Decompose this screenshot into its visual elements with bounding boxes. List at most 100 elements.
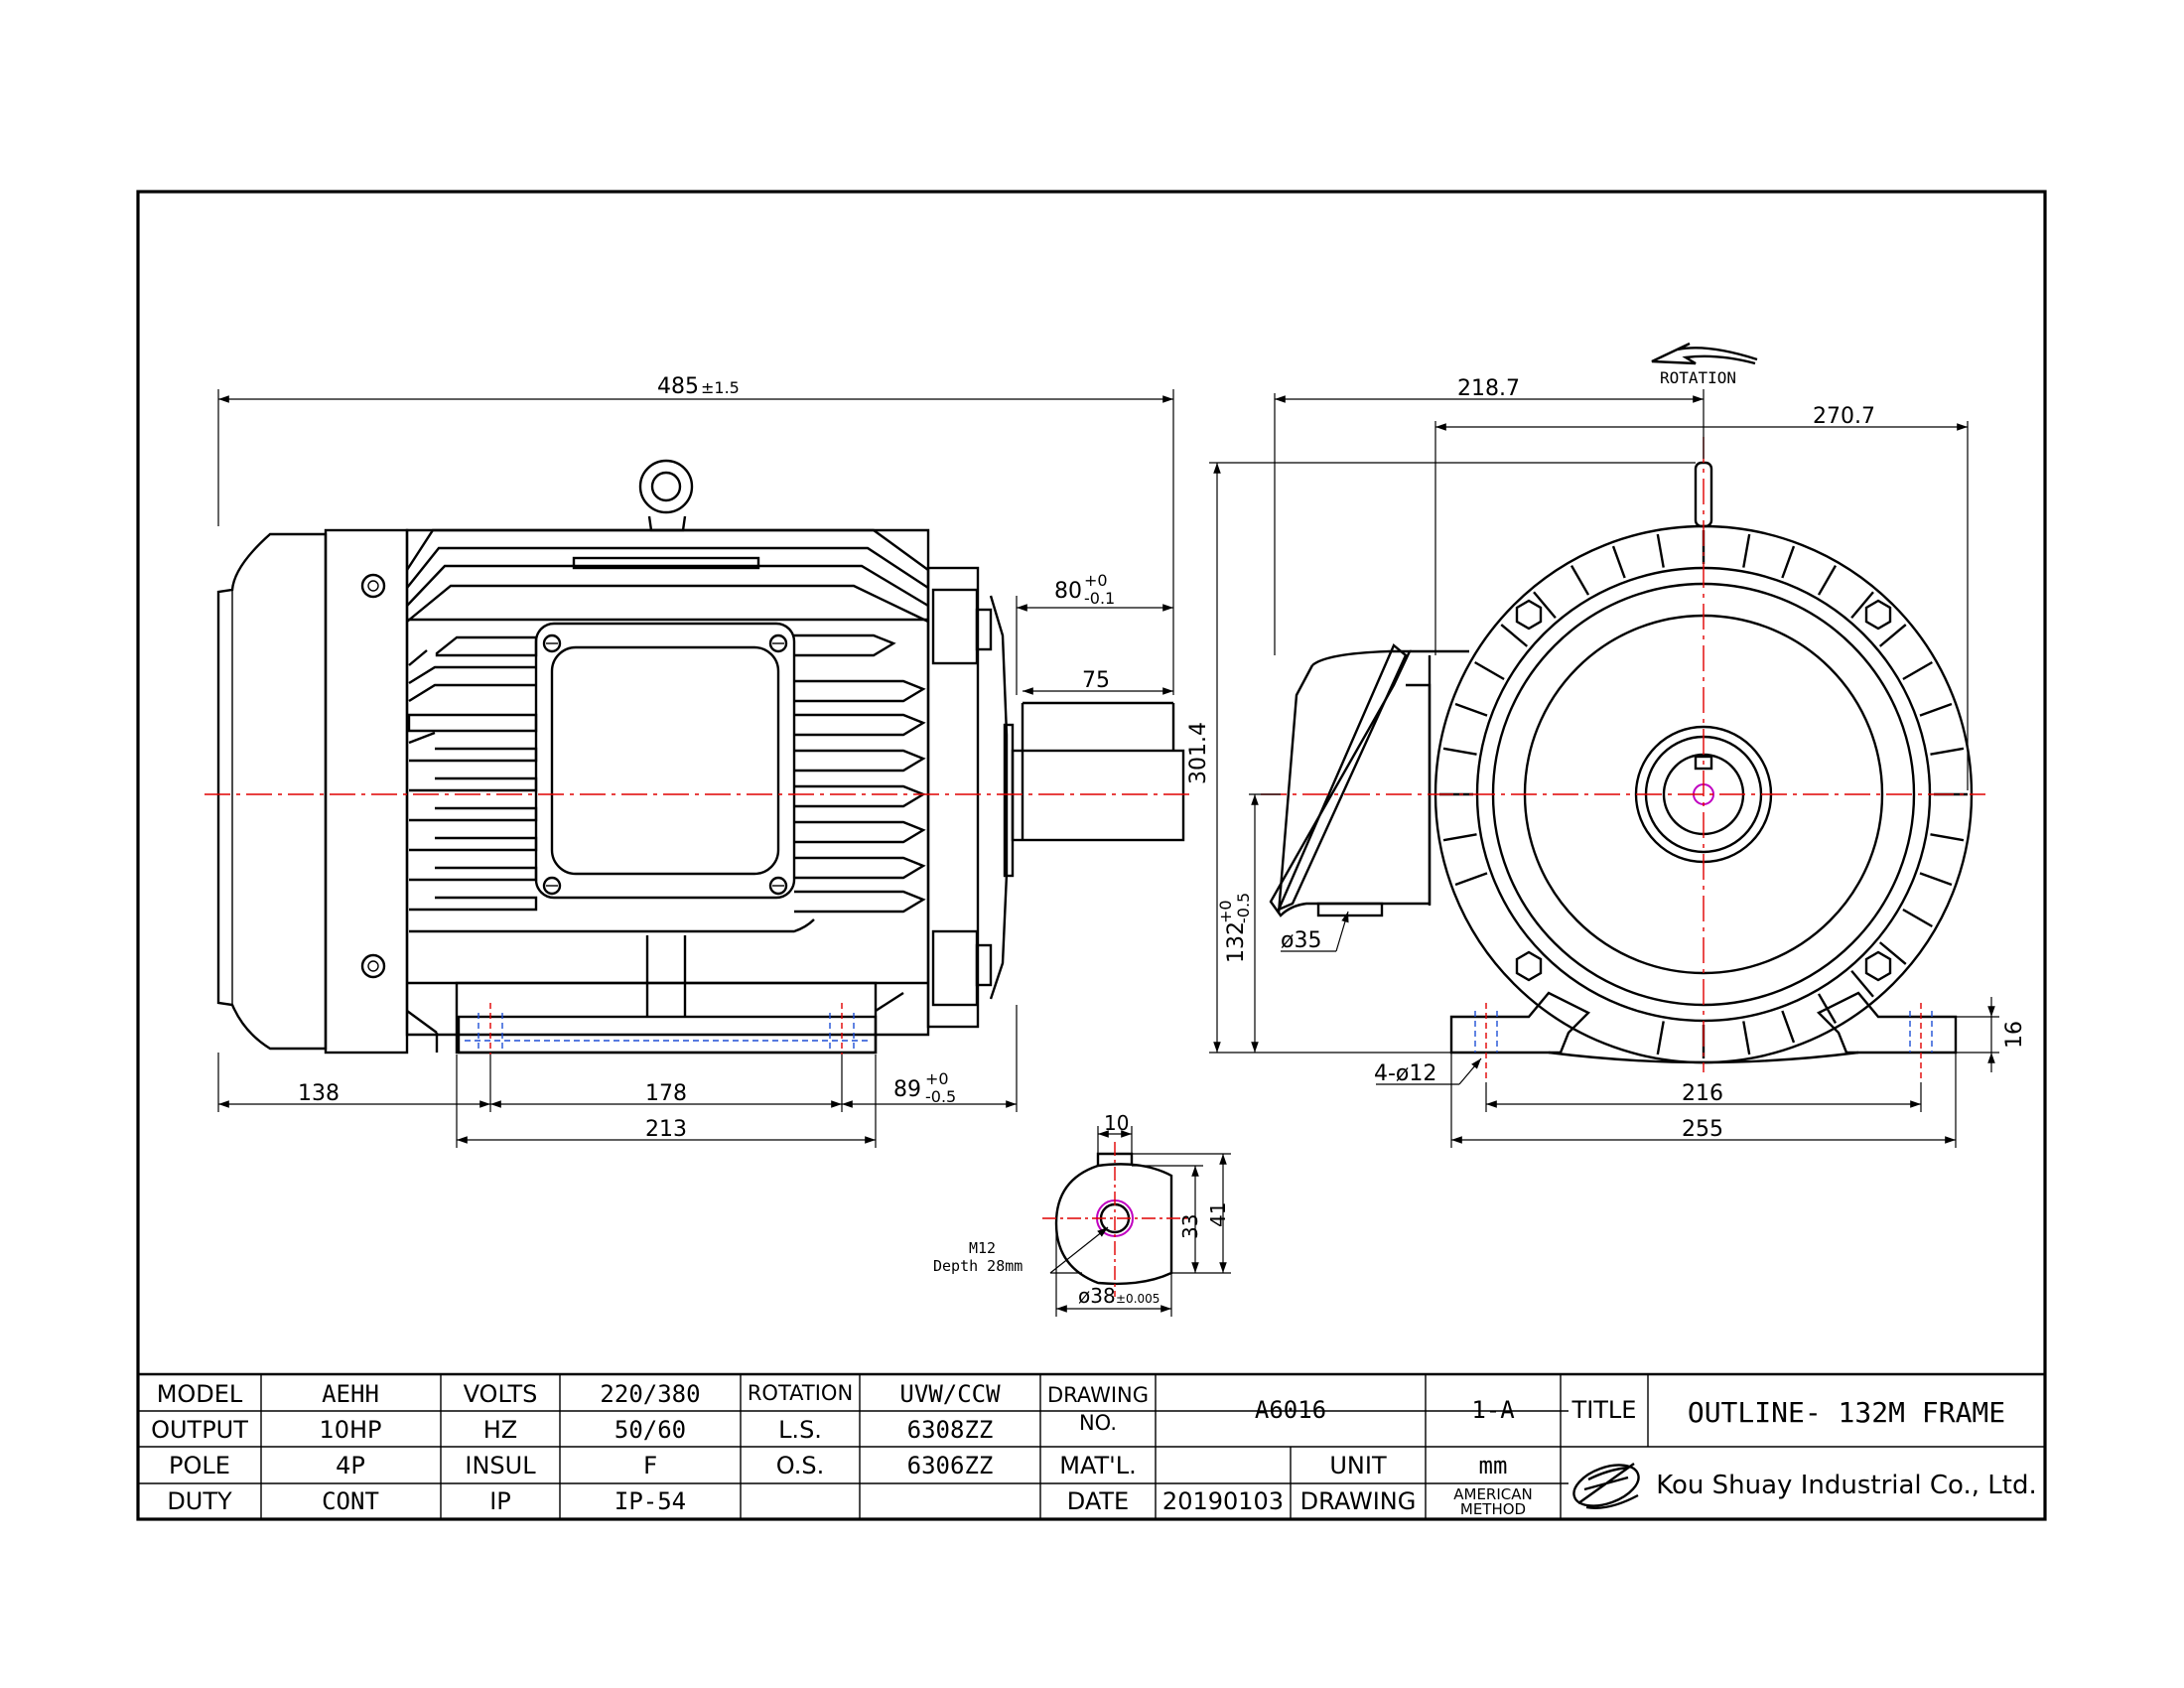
radial-fin (1850, 591, 1874, 620)
dim-shaft-80-tol-upper: +0 (1084, 571, 1108, 590)
output-shaft (1011, 749, 1185, 842)
insul-value: F (643, 1452, 657, 1479)
drawing-no-label-1: DRAWING (1047, 1383, 1149, 1407)
drawing-no-label-2: NO. (1079, 1411, 1117, 1435)
method-line-2: METHOD (1460, 1500, 1526, 1518)
method-line-1: AMERICAN (1453, 1485, 1532, 1503)
rotation-field-label: ROTATION (748, 1381, 853, 1405)
radial-fin (1930, 747, 1965, 756)
dim-132: 132 (1224, 921, 1249, 963)
rotation-value: UVW/CCW (899, 1380, 1001, 1408)
tap-note-m12: M12 (969, 1239, 996, 1257)
volts-value: 220/380 (600, 1380, 700, 1408)
dim-213: 213 (645, 1117, 687, 1142)
keyway-detail (1042, 1126, 1231, 1317)
radial-fin (1570, 565, 1590, 596)
dim-138: 138 (298, 1081, 340, 1106)
radial-fin (1850, 969, 1874, 998)
dim-phi35: ø35 (1281, 928, 1321, 953)
drawing-no-value: A6016 (1255, 1396, 1326, 1424)
company-name: Kou Shuay Industrial Co., Ltd. (1656, 1471, 2037, 1500)
dim-key-33: 33 (1178, 1214, 1202, 1239)
title-label: TITLE (1571, 1396, 1637, 1424)
unit-label: UNIT (1329, 1452, 1387, 1479)
os-label: O.S. (776, 1452, 824, 1479)
radial-fin (1817, 565, 1838, 596)
duty-label: DUTY (167, 1487, 232, 1515)
dim-overall-length-tol: ±1.5 (701, 378, 740, 397)
os-value: 6306ZZ (907, 1452, 994, 1479)
cooling-fins (407, 633, 926, 933)
radial-fin (1878, 624, 1907, 647)
front-end-bell (926, 566, 1015, 1029)
dim-key-10: 10 (1104, 1111, 1129, 1135)
dim-89-tol-upper: +0 (925, 1069, 949, 1088)
mounting-foot (406, 935, 928, 1055)
dim-132-tol-upper: +0 (1216, 900, 1235, 923)
radial-fin (1742, 1021, 1751, 1055)
rotation-arrow-icon (1651, 342, 1758, 365)
radial-fin (1919, 872, 1953, 887)
radial-fin (1930, 833, 1965, 842)
model-label: MODEL (157, 1380, 243, 1408)
dim-key-phi38: ø38 (1078, 1284, 1116, 1308)
dim-key-41: 41 (1206, 1202, 1230, 1227)
radial-fin (1902, 660, 1933, 681)
radial-fin (1656, 533, 1665, 568)
model-value: AEHH (322, 1380, 379, 1408)
radial-fin (1902, 908, 1933, 928)
dim-overall-length: 485 (657, 374, 699, 399)
date-label: DATE (1067, 1487, 1129, 1515)
title-block (138, 1372, 2045, 1519)
dim-89: 89 (893, 1077, 921, 1102)
conduit-box (1269, 643, 1469, 917)
tap-note-depth: Depth 28mm (933, 1257, 1023, 1275)
side-view: 485 ±1.5 80 +0 -0.1 75 138 178 89 +0 -0.… (205, 374, 1191, 1148)
motor-body (405, 528, 930, 1037)
unit-value: mm (1479, 1452, 1508, 1479)
radial-fin (1442, 747, 1477, 756)
rotation-label: ROTATION (1660, 368, 1736, 387)
front-view: ROTATION (1186, 342, 2027, 1148)
radial-fin (1533, 591, 1557, 620)
radial-fin (1656, 1021, 1665, 1055)
radial-fin (1919, 702, 1953, 717)
title-block-text: MODEL AEHH OUTPUT 10HP POLE 4P DUTY CONT… (151, 1380, 2037, 1518)
dim-shaft-75: 75 (1082, 668, 1110, 693)
ip-label: IP (489, 1487, 511, 1515)
side-view-dimensions (217, 389, 1174, 1148)
dim-16: 16 (2002, 1021, 2027, 1049)
dim-shaft-80: 80 (1054, 579, 1082, 604)
revision-value: 1-A (1471, 1396, 1515, 1424)
radial-fin (1442, 833, 1477, 842)
dim-shaft-80-tol-lower: -0.1 (1084, 589, 1115, 608)
hz-value: 50/60 (614, 1416, 686, 1444)
radial-fin (1454, 702, 1488, 717)
drawing-label: DRAWING (1300, 1487, 1417, 1515)
sheet-border (136, 190, 2047, 1521)
front-view-dimensions (1209, 389, 1999, 1148)
dim-216: 216 (1682, 1081, 1723, 1106)
radial-fin (1781, 545, 1796, 579)
radial-fin (1742, 533, 1751, 568)
pole-value: 4P (336, 1452, 365, 1479)
dim-key-phi38-tol: ±0.005 (1116, 1292, 1160, 1306)
dim-218-7: 218.7 (1457, 376, 1520, 401)
radial-fin (1878, 941, 1907, 965)
dim-132-tol-lower: -0.5 (1234, 893, 1253, 923)
company-logo-icon (1572, 1463, 1640, 1509)
lifting-eyebolt (572, 459, 760, 570)
output-value: 10HP (319, 1416, 381, 1444)
ls-label: L.S. (778, 1416, 822, 1444)
ip-value: IP-54 (614, 1487, 686, 1515)
insul-label: INSUL (465, 1452, 536, 1479)
radial-fin (1781, 1010, 1796, 1044)
dim-270-7: 270.7 (1813, 404, 1875, 429)
terminal-box (534, 622, 796, 900)
radial-fin (1454, 872, 1488, 887)
title-value: OUTLINE- 132M FRAME (1688, 1396, 2005, 1429)
radial-fin (1474, 660, 1505, 681)
matl-label: MAT'L. (1059, 1452, 1137, 1479)
date-value: 20190103 (1162, 1487, 1284, 1515)
